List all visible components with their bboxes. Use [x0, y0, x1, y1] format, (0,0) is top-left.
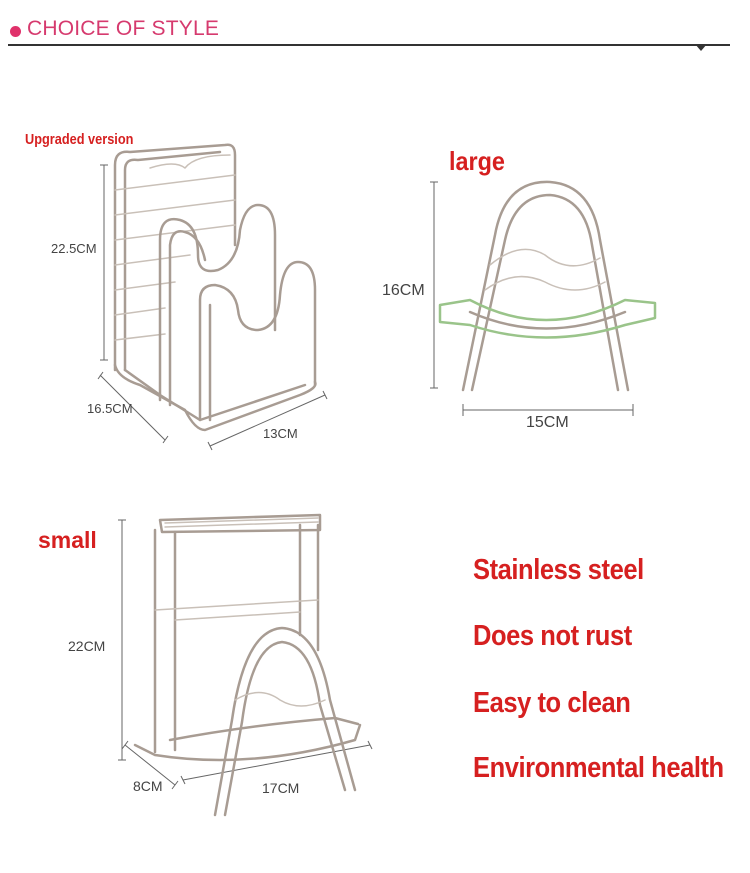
feature-easy-to-clean: Easy to clean — [473, 687, 631, 719]
large-height-label: 16CM — [382, 282, 425, 299]
small-depth-label: 8CM — [133, 778, 163, 794]
section-title: CHOICE OF STYLE — [27, 17, 220, 40]
upgraded-width-label: 13CM — [263, 426, 298, 441]
small-height-label: 22CM — [68, 638, 106, 654]
header-divider — [8, 44, 730, 46]
upgraded-height-label: 22.5CM — [51, 241, 97, 256]
feature-does-not-rust: Does not rust — [473, 620, 632, 652]
feature-stainless-steel: Stainless steel — [473, 554, 644, 586]
large-width-label: 15CM — [526, 414, 569, 431]
upgraded-depth-label: 16.5CM — [87, 401, 133, 416]
upgraded-version-label: Upgraded version — [25, 131, 134, 148]
large-label: large — [449, 146, 505, 176]
small-width-label: 17CM — [262, 780, 300, 796]
header-arrow-icon — [695, 44, 707, 51]
feature-environmental-health: Environmental health — [473, 752, 724, 784]
small-label: small — [38, 527, 97, 553]
header-bullet — [10, 26, 21, 37]
